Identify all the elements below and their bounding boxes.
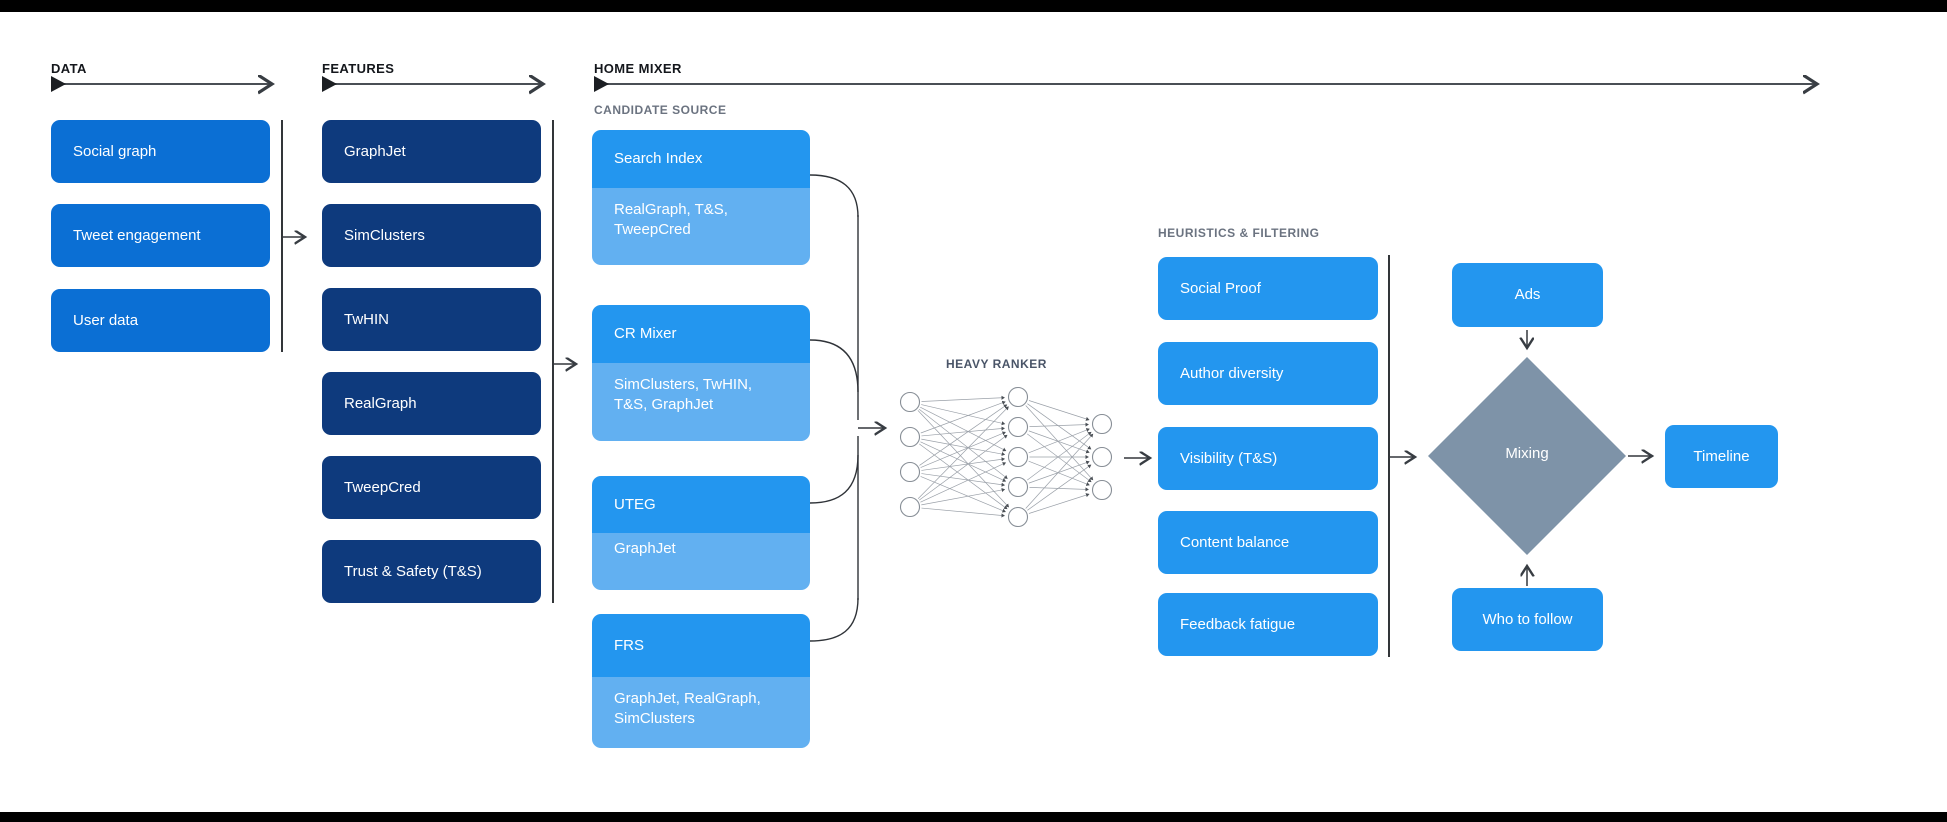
network-node: [899, 391, 921, 413]
candidate-uteg: UTEG: [592, 476, 810, 533]
network-node: [1007, 476, 1029, 498]
candidate-search-index-sources: RealGraph, T&S, TweepCred: [592, 188, 810, 265]
network-node: [1091, 479, 1113, 501]
network-node: [899, 496, 921, 518]
flow-arrows: [282, 237, 1652, 586]
feature-box-graphjet: GraphJet: [322, 120, 541, 183]
candidate-cr-mixer: CR Mixer: [592, 305, 810, 363]
candidate-sources-text: GraphJet: [614, 540, 676, 557]
bottom-frame-bar: [0, 812, 1947, 822]
candidate-search-index: Search Index: [592, 130, 810, 188]
data-box-tweet-engagement: Tweet engagement: [51, 204, 270, 267]
candidate-frs: FRS: [592, 614, 810, 677]
feature-box-realgraph: RealGraph: [322, 372, 541, 435]
candidate-sources-text: RealGraph, T&S, TweepCred: [614, 201, 728, 238]
data-box-social-graph: Social graph: [51, 120, 270, 183]
home-mixer-section-header: HOME MIXER: [594, 61, 682, 76]
data-section-header: DATA: [51, 61, 87, 76]
network-node: [899, 426, 921, 448]
candidate-uteg-sources: GraphJet: [592, 533, 810, 590]
mixing-diamond-label: Mixing: [1505, 445, 1549, 462]
network-node: [1091, 446, 1113, 468]
who-to-follow-box: Who to follow: [1452, 588, 1603, 651]
candidate-frs-sources: GraphJet, RealGraph, SimClusters: [592, 677, 810, 748]
heuristic-box-content-balance: Content balance: [1158, 511, 1378, 574]
data-box-user-data: User data: [51, 289, 270, 352]
network-node: [1007, 416, 1029, 438]
feature-box-trust-safety: Trust & Safety (T&S): [322, 540, 541, 603]
divider-lines: [281, 120, 1390, 657]
candidate-sources-text: GraphJet, RealGraph, SimClusters: [614, 690, 761, 727]
mixing-diamond: [1428, 357, 1626, 555]
network-node: [1091, 413, 1113, 435]
candidate-sources-text: SimClusters, TwHIN, T&S, GraphJet: [614, 376, 753, 413]
network-node: [1007, 446, 1029, 468]
heuristic-box-social-proof: Social Proof: [1158, 257, 1378, 320]
feature-box-twhin: TwHIN: [322, 288, 541, 351]
timeline-box: Timeline: [1665, 425, 1778, 488]
heavy-ranker-label: HEAVY RANKER: [946, 357, 1047, 371]
candidate-connectors: [809, 174, 859, 642]
heuristic-box-feedback-fatigue: Feedback fatigue: [1158, 593, 1378, 656]
feature-box-simclusters: SimClusters: [322, 204, 541, 267]
feature-box-tweepcred: TweepCred: [322, 456, 541, 519]
heuristic-box-visibility: Visibility (T&S): [1158, 427, 1378, 490]
network-node: [899, 461, 921, 483]
candidate-source-label: CANDIDATE SOURCE: [594, 103, 727, 117]
heavy-ranker-network: [899, 386, 1113, 528]
heuristics-filtering-label: HEURISTICS & FILTERING: [1158, 226, 1320, 240]
features-section-header: FEATURES: [322, 61, 395, 76]
ads-box: Ads: [1452, 263, 1603, 327]
candidate-cr-mixer-sources: SimClusters, TwHIN, T&S, GraphJet: [592, 363, 810, 441]
network-node: [1007, 506, 1029, 528]
top-frame-bar: [0, 0, 1947, 12]
network-node: [1007, 386, 1029, 408]
heuristic-box-author-diversity: Author diversity: [1158, 342, 1378, 405]
